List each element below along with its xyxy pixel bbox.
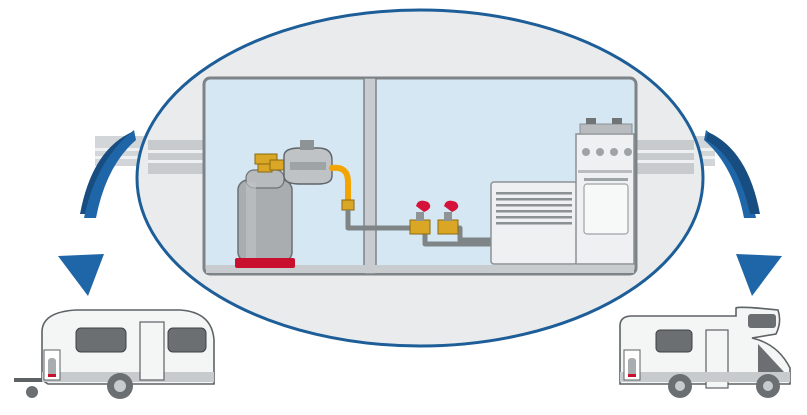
shutoff-valve-icon: [409, 200, 459, 235]
stove-icon: [575, 118, 635, 265]
caravan-icon: [14, 309, 215, 399]
curved-arrow-left-icon: [58, 130, 136, 296]
motorhome-icon: [619, 306, 791, 398]
ellipse-stripes: [148, 140, 694, 174]
heater-icon: [490, 181, 578, 265]
curved-arrow-right-icon: [704, 130, 782, 296]
pressure-regulator-icon: [254, 140, 333, 185]
gas-hose-icon: [329, 164, 351, 207]
hose-fitting: [341, 199, 355, 211]
